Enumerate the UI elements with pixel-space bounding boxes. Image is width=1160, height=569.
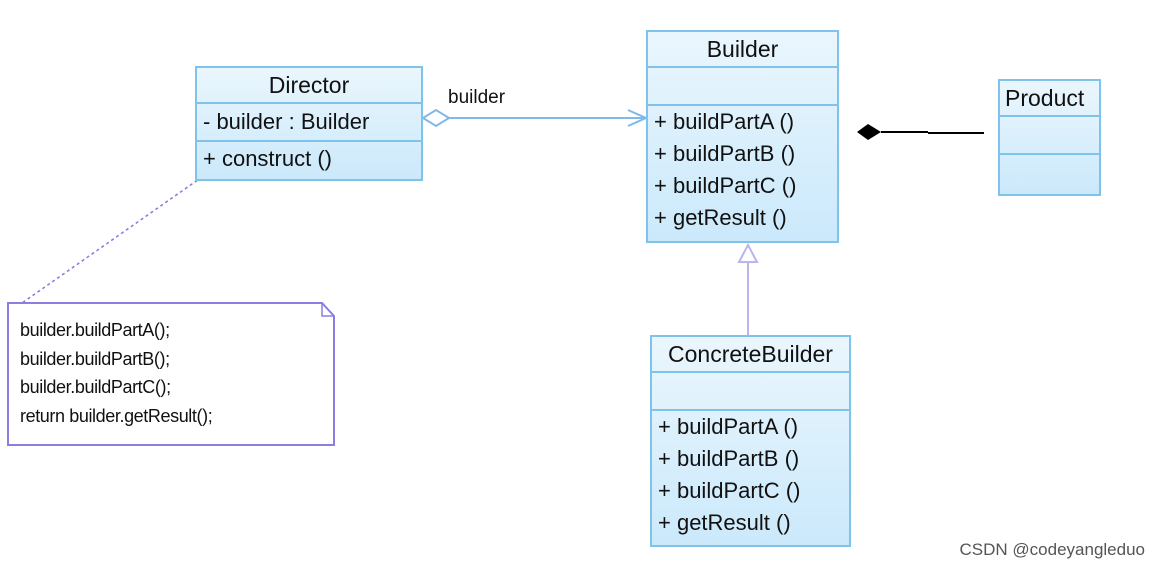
concrete-builder-attributes xyxy=(652,373,849,411)
concrete-builder-operation: + buildPartC () xyxy=(658,478,801,503)
builder-class-name: Builder xyxy=(648,32,837,68)
note-line: builder.buildPartC(); xyxy=(20,377,171,397)
director-class-name: Director xyxy=(197,68,421,104)
watermark: CSDN @codeyangleduo xyxy=(959,540,1145,559)
builder-operation: + buildPartB () xyxy=(654,141,796,166)
builder-operation: + buildPartA () xyxy=(654,109,795,134)
concrete-builder-operations: + buildPartA () + buildPartB () + buildP… xyxy=(652,411,849,539)
product-class[interactable]: Product xyxy=(998,79,1101,196)
concrete-builder-operation: + getResult () xyxy=(658,510,791,535)
note-link xyxy=(21,169,213,304)
construct-note: builder.buildPartA(); builder.buildPartB… xyxy=(8,302,334,445)
director-operations: + construct () xyxy=(197,142,421,175)
director-class[interactable]: Director - builder : Builder + construct… xyxy=(195,66,423,181)
director-operation: + construct () xyxy=(203,146,332,171)
note-border xyxy=(7,302,335,446)
concrete-builder-operation: + buildPartA () xyxy=(658,414,799,439)
concrete-builder-operation: + buildPartB () xyxy=(658,446,800,471)
builder-operation: + buildPartC () xyxy=(654,173,797,198)
association-label: builder xyxy=(448,87,506,108)
builder-attributes xyxy=(648,68,837,106)
composition-diamond xyxy=(857,124,881,140)
builder-operation: + getResult () xyxy=(654,205,787,230)
builder-operations: + buildPartA () + buildPartB () + buildP… xyxy=(648,106,837,234)
director-attributes: - builder : Builder xyxy=(197,104,421,142)
note-line: builder.buildPartA(); xyxy=(20,320,170,340)
note-fold xyxy=(321,303,334,317)
product-attributes xyxy=(1000,117,1099,155)
builder-class[interactable]: Builder + buildPartA () + buildPartB () … xyxy=(646,30,839,243)
concrete-builder-class-name: ConcreteBuilder xyxy=(652,337,849,373)
generalization-triangle xyxy=(737,242,759,263)
product-class-name: Product xyxy=(1000,81,1099,117)
concrete-builder-class[interactable]: ConcreteBuilder + buildPartA () + buildP… xyxy=(650,335,851,547)
aggregation-diamond xyxy=(421,108,451,128)
note-line: return builder.getResult(); xyxy=(20,405,213,426)
note-line: builder.buildPartB(); xyxy=(20,348,170,369)
director-attribute: - builder : Builder xyxy=(203,109,370,134)
